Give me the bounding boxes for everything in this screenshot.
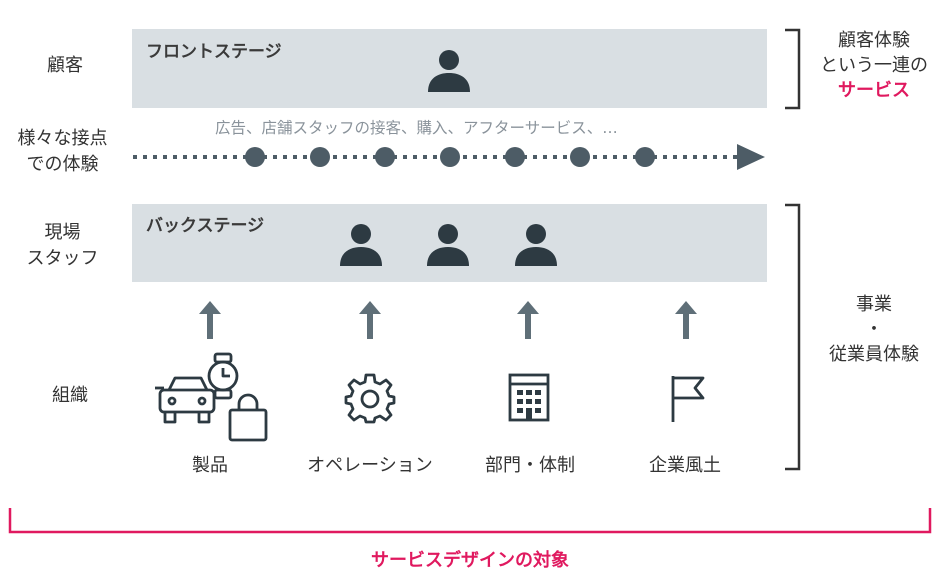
customer-experience-service: サービス	[838, 80, 910, 101]
front-stage-title: フロントステージ	[146, 42, 282, 62]
org-item-label-culture: 企業風土	[649, 455, 721, 476]
touchpoint-timeline	[133, 144, 765, 170]
customer-experience-label: 顧客体験 という一連の サービス	[808, 28, 940, 103]
customer-experience-line1: 顧客体験	[838, 30, 910, 51]
staff-person-icon	[340, 224, 382, 266]
up-arrow-icon	[517, 301, 539, 339]
up-arrow-icon	[675, 301, 697, 339]
org-item-label-products: 製品	[192, 455, 228, 476]
employee-experience-line2: ・	[865, 319, 883, 340]
touchpoint-dot	[310, 147, 330, 167]
row-label-staff-line1: 現場	[44, 222, 81, 243]
employee-experience-label: 事業 ・ 従業員体験	[808, 292, 940, 367]
touchpoint-dot	[635, 147, 655, 167]
customer-person-icon	[428, 50, 470, 92]
row-label-touchpoints-line2: での体験	[26, 154, 99, 175]
row-label-touchpoints-line1: 様々な接点	[17, 128, 108, 149]
row-label-staff-line2: スタッフ	[26, 248, 99, 269]
touchpoint-dot	[375, 147, 395, 167]
customer-bracket	[785, 28, 801, 110]
gear-icon	[344, 373, 396, 424]
scope-bracket	[8, 508, 932, 534]
building-icon	[508, 373, 550, 422]
products-icon	[155, 352, 268, 442]
employee-experience-line3: 従業員体験	[829, 344, 919, 365]
row-label-customer: 顧客	[47, 55, 83, 76]
back-stage-box: バックステージ	[132, 204, 767, 282]
org-item-label-operation: オペレーション	[307, 455, 433, 476]
staff-person-icon	[427, 224, 469, 266]
service-design-scope-label: サービスデザインの対象	[371, 550, 569, 571]
touchpoints-text: 広告、店舗スタッフの接客、購入、アフターサービス、…	[215, 119, 618, 137]
org-item-label-department: 部門・体制	[485, 455, 575, 476]
row-label-staff: 現場 スタッフ	[5, 220, 120, 272]
touchpoint-dot	[440, 147, 460, 167]
back-stage-title: バックステージ	[146, 216, 265, 236]
employee-bracket	[785, 203, 801, 471]
customer-experience-line2: という一連の	[820, 55, 928, 76]
touchpoint-dot	[570, 147, 590, 167]
touchpoint-dot	[245, 147, 265, 167]
touchpoint-dot	[505, 147, 525, 167]
timeline-arrowhead-icon	[737, 144, 765, 170]
staff-person-icon	[515, 224, 557, 266]
employee-experience-line1: 事業	[856, 294, 892, 315]
row-label-organization: 組織	[52, 385, 88, 406]
row-label-touchpoints: 様々な接点 での体験	[5, 126, 120, 178]
up-arrow-icon	[359, 301, 381, 339]
up-arrow-icon	[199, 301, 221, 339]
flag-icon	[671, 376, 705, 422]
front-stage-box: フロントステージ	[132, 29, 767, 108]
